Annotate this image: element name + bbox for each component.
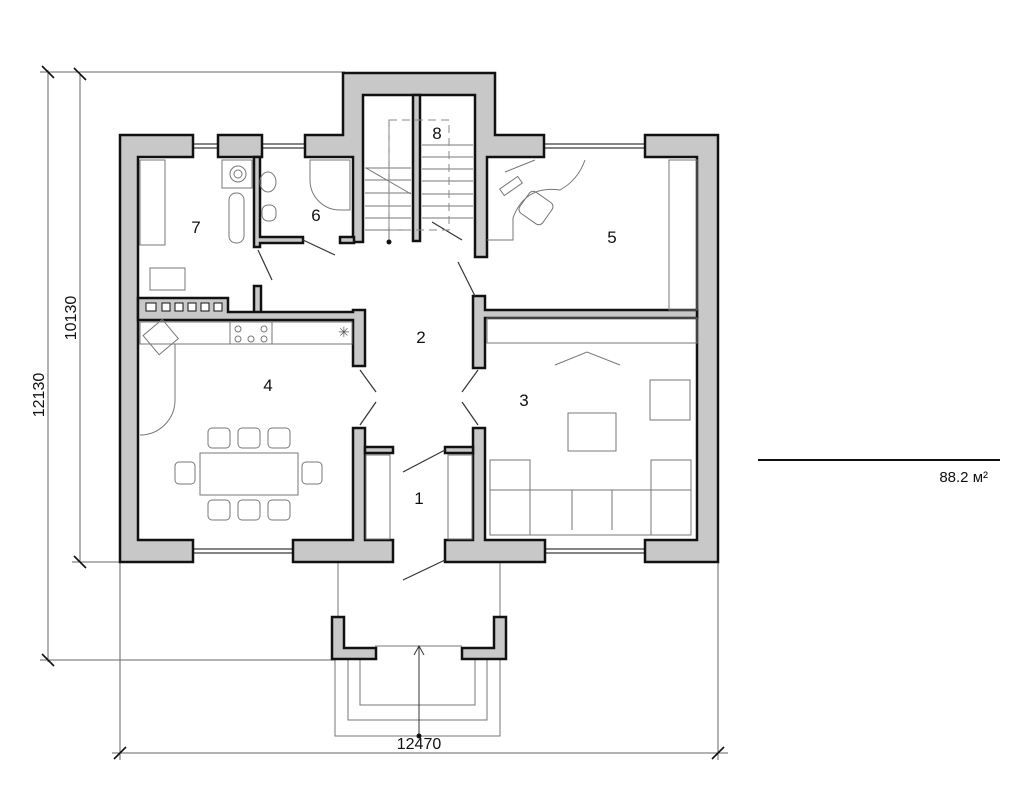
dimension-overall-width: 12470 — [397, 736, 442, 753]
room-labels: 1 2 3 4 5 6 7 8 — [191, 124, 616, 508]
walls — [118, 71, 720, 564]
svg-text:✳: ✳ — [338, 324, 350, 340]
room-3-label: 3 — [519, 391, 528, 410]
porch — [330, 562, 508, 739]
dimension-lines — [40, 65, 1000, 760]
door-swings — [257, 221, 479, 581]
room-4-label: 4 — [263, 376, 272, 395]
room-1-label: 1 — [414, 489, 423, 508]
area-label: 88.2 м² — [939, 469, 988, 486]
room-2-label: 2 — [416, 328, 425, 347]
room-7-label: 7 — [191, 218, 200, 237]
staircase — [365, 119, 473, 245]
room-8-label: 8 — [432, 124, 441, 143]
room-6-label: 6 — [311, 206, 320, 225]
dimension-house-height: 10130 — [63, 296, 80, 341]
room-5-label: 5 — [607, 228, 616, 247]
furniture: ✳ — [139, 159, 698, 540]
dimension-overall-height: 12130 — [31, 373, 48, 418]
